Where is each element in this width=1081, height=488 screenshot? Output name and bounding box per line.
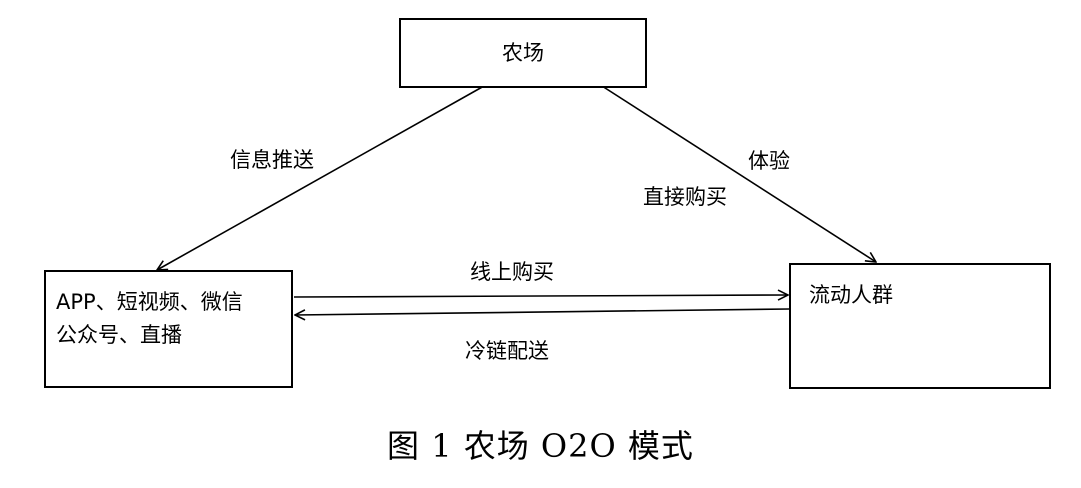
edge-label-online-purchase: 线上购买	[470, 260, 554, 284]
edge-label-experience: 体验	[748, 149, 790, 173]
edge-label-info-push: 信息推送	[230, 148, 314, 172]
crowd-node: 流动人群	[789, 263, 1051, 389]
channels-node: APP、短视频、微信 公众号、直播	[44, 270, 293, 388]
channels-node-line1: APP、短视频、微信	[56, 290, 243, 314]
farm-node-label: 农场	[502, 40, 544, 65]
edge-crowd-to-channels	[295, 308, 790, 315]
edge-channels-to-crowd	[293, 295, 788, 297]
figure-caption: 图 1 农场 O2O 模式	[387, 427, 694, 465]
edge-label-direct-purchase: 直接购买	[643, 185, 727, 209]
crowd-node-label: 流动人群	[809, 283, 893, 307]
channels-node-line2: 公众号、直播	[56, 322, 182, 347]
farm-node: 农场	[399, 18, 647, 88]
edge-farm-to-channels	[157, 85, 485, 270]
edge-farm-to-crowd	[601, 85, 876, 262]
edge-label-cold-chain: 冷链配送	[465, 339, 549, 363]
